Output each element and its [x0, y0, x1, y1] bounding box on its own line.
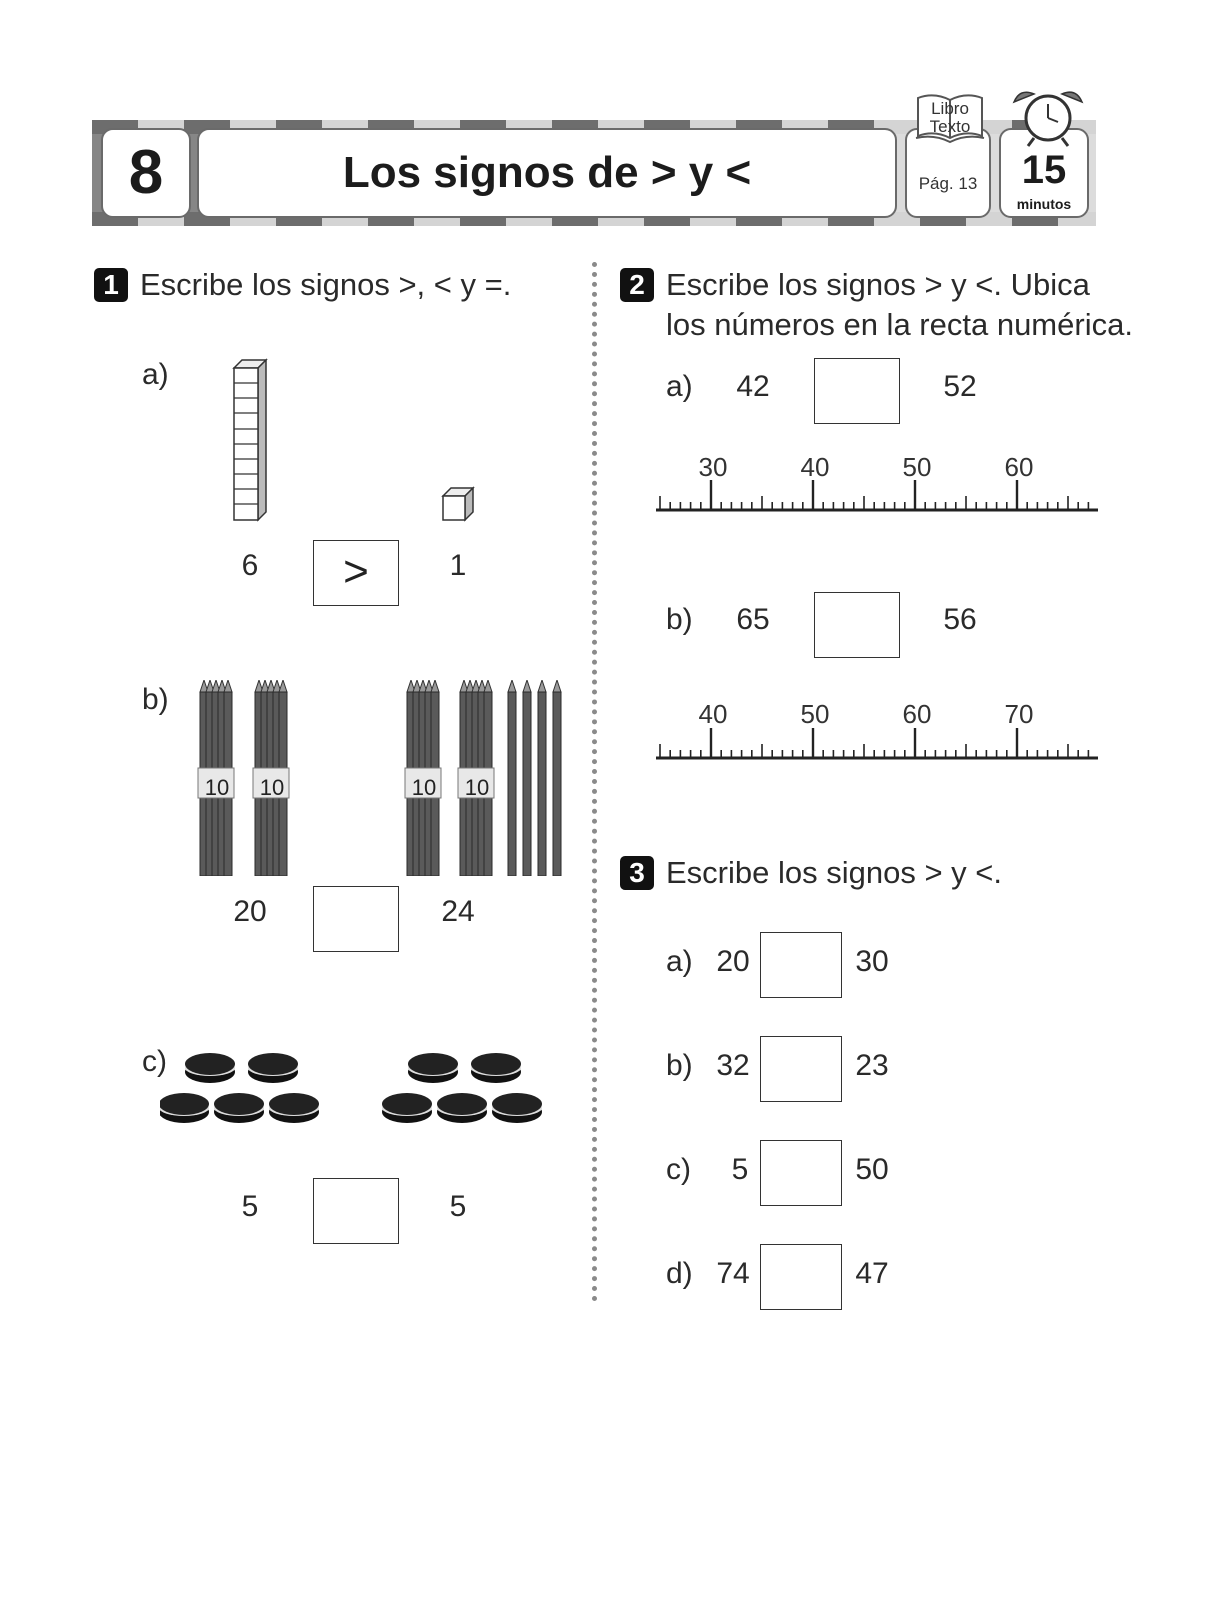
exercise-2-instruction-2: los números en la recta numérica.	[666, 307, 1133, 342]
compare-left-number: 5	[241, 1190, 259, 1223]
unit-cube-icon	[441, 486, 477, 522]
compare-right-number: 50	[855, 1153, 889, 1186]
number-line-tick-label: 50	[800, 699, 830, 729]
number-line	[656, 728, 1098, 768]
exercise-2-badge: 2	[620, 268, 654, 302]
bundle-label: 10	[464, 775, 490, 800]
item-label: a)	[666, 370, 693, 403]
item-label: a)	[142, 358, 169, 391]
compare-right-number: 47	[855, 1257, 889, 1290]
answer-box[interactable]	[313, 1178, 399, 1244]
alarm-clock-icon	[1006, 88, 1090, 152]
number-line-tick-label: 40	[698, 699, 728, 729]
compare-left-number: 65	[736, 603, 770, 636]
compare-left-number: 74	[716, 1257, 750, 1290]
answer-box[interactable]	[760, 932, 842, 998]
item-label: b)	[666, 603, 693, 636]
time-box: 15 minutos	[999, 128, 1089, 218]
book-label-1: Libro	[931, 99, 969, 118]
cookies-icon	[159, 1052, 560, 1136]
answer-box[interactable]	[814, 592, 900, 658]
item-label: c)	[142, 1045, 167, 1078]
time-value: 15	[1021, 148, 1067, 192]
number-line-tick-label: 50	[902, 452, 932, 482]
bundle-label: 10	[204, 775, 230, 800]
number-line	[656, 480, 1098, 520]
bundle-label: 10	[259, 775, 285, 800]
book-icon: Libro Texto	[912, 92, 988, 148]
item-label: c)	[666, 1153, 691, 1186]
compare-left-number: 32	[716, 1049, 750, 1082]
compare-right-number: 23	[855, 1049, 889, 1082]
item-label: b)	[142, 683, 169, 716]
column-divider	[592, 262, 597, 1302]
number-line-tick-label: 70	[1004, 699, 1034, 729]
answer-box[interactable]	[760, 1244, 842, 1310]
textbook-reference: Pág. 13	[905, 128, 991, 218]
compare-left-number: 42	[736, 370, 770, 403]
time-unit: minutos	[1016, 196, 1072, 212]
item-label: a)	[666, 945, 693, 978]
compare-right-number: 30	[855, 945, 889, 978]
ten-rod-icon	[232, 358, 270, 524]
compare-left-number: 20	[233, 895, 267, 928]
compare-left-number: 5	[731, 1153, 749, 1186]
answer-box[interactable]	[313, 886, 399, 952]
pencils-icon	[196, 678, 570, 877]
page-title: Los signos de > y <	[197, 128, 897, 218]
compare-right-number: 52	[943, 370, 977, 403]
bundle-label: 10	[411, 775, 437, 800]
bundle-labels: 10 10 10 10	[196, 680, 570, 876]
book-label-2: Texto	[929, 117, 971, 136]
answer-box[interactable]	[760, 1036, 842, 1102]
item-label: d)	[666, 1257, 693, 1290]
number-line-tick-label: 60	[902, 699, 932, 729]
exercise-2-instruction-1: Escribe los signos > y <. Ubica	[666, 267, 1090, 302]
compare-right-number: 5	[449, 1190, 467, 1223]
lesson-number: 8	[101, 128, 191, 218]
answer-box[interactable]: >	[313, 540, 399, 606]
compare-right-number: 24	[441, 895, 475, 928]
exercise-1-instruction: Escribe los signos >, < y =.	[140, 267, 512, 302]
exercise-3-badge: 3	[620, 856, 654, 890]
compare-right-number: 1	[449, 549, 467, 582]
exercise-1-badge: 1	[94, 268, 128, 302]
number-line-tick-label: 40	[800, 452, 830, 482]
page-reference: Pág. 13	[918, 174, 978, 193]
compare-left-number: 6	[241, 549, 259, 582]
number-line-tick-label: 30	[698, 452, 728, 482]
exercise-3-instruction: Escribe los signos > y <.	[666, 855, 1002, 890]
compare-left-number: 20	[716, 945, 750, 978]
item-label: b)	[666, 1049, 693, 1082]
answer-box[interactable]	[814, 358, 900, 424]
answer-box[interactable]	[760, 1140, 842, 1206]
compare-right-number: 56	[943, 603, 977, 636]
number-line-tick-label: 60	[1004, 452, 1034, 482]
